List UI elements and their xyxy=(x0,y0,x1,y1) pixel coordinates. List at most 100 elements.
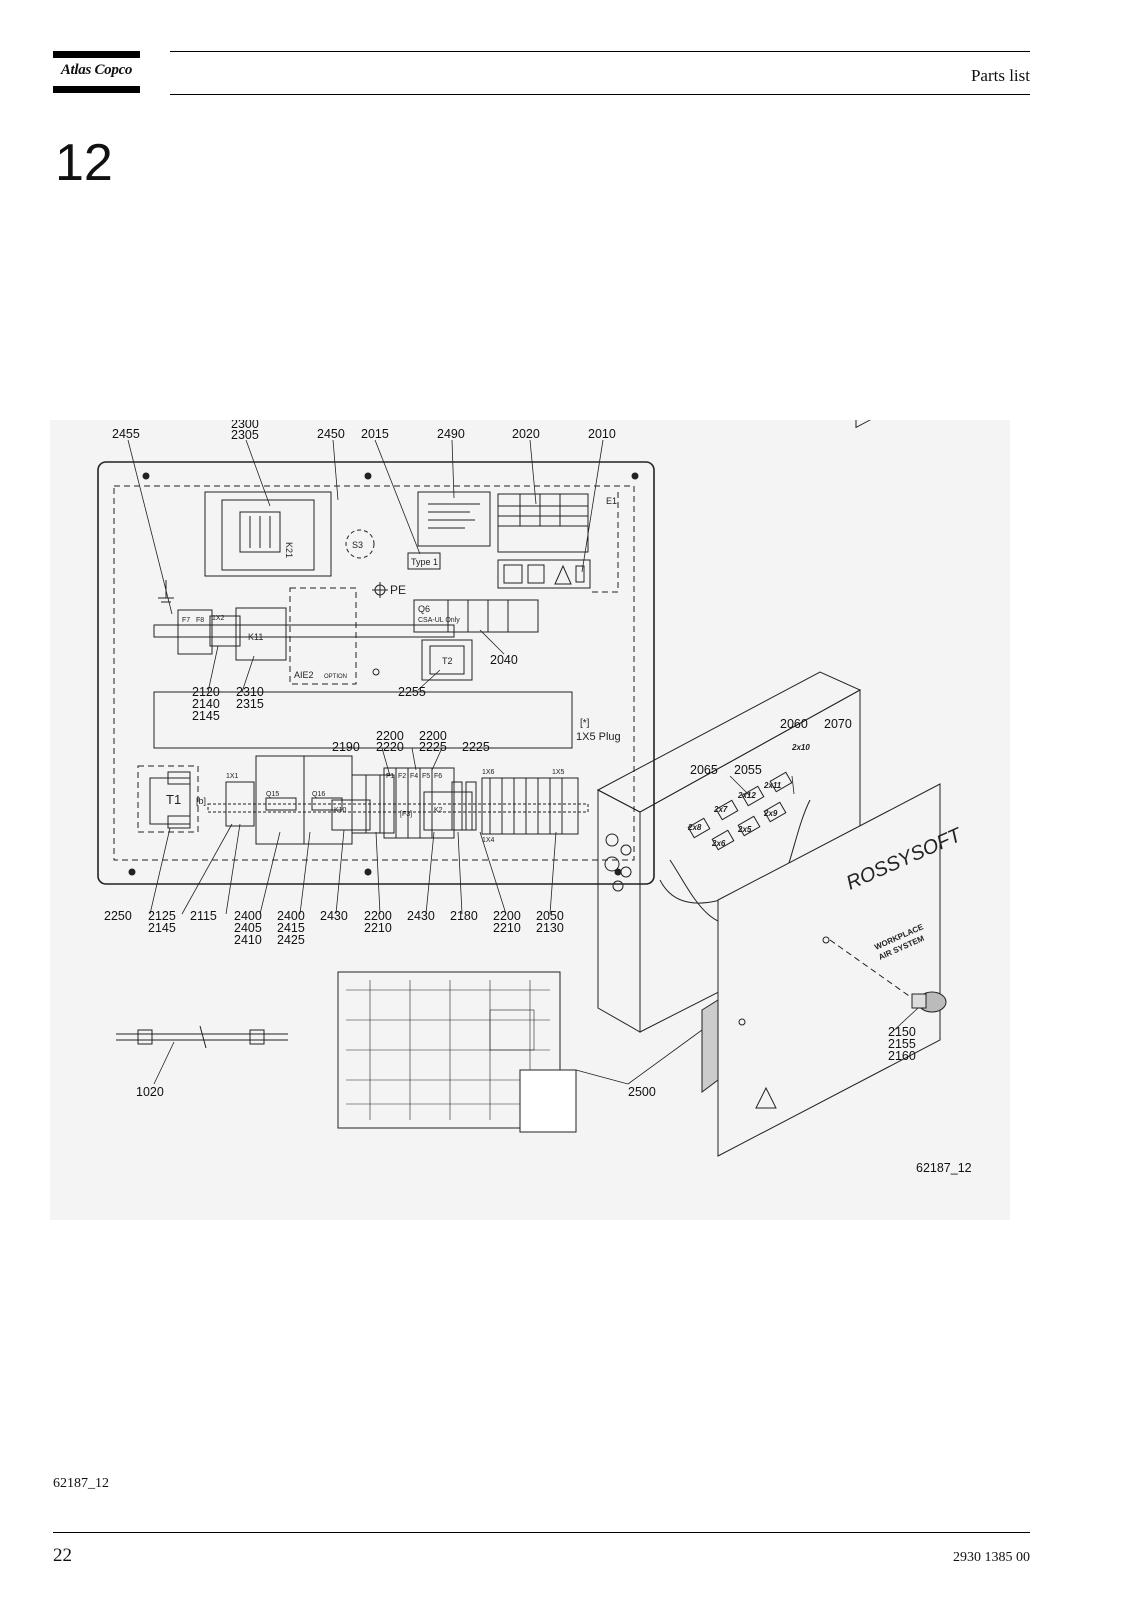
callout: 2200 xyxy=(376,729,404,743)
callout: 2070 xyxy=(824,717,852,731)
footer-rule xyxy=(53,1532,1030,1533)
label-type1: Type 1 xyxy=(411,557,438,567)
callout: 2450 xyxy=(317,427,345,441)
callout: 2305 xyxy=(231,428,259,442)
module-2x12: 2x12 xyxy=(737,791,756,800)
label-plug-marker: [*] xyxy=(580,718,590,729)
logo-bottom-bar xyxy=(53,86,140,93)
callout: 2430 xyxy=(320,909,348,923)
callout: 2015 xyxy=(361,427,389,441)
callout: 2310 xyxy=(236,685,264,699)
transformer-t1 xyxy=(137,765,199,833)
warning-triangle-icon xyxy=(755,1086,777,1109)
label-option: OPTION xyxy=(324,674,347,680)
section-number: 12 xyxy=(55,134,113,192)
label-f2: F2 xyxy=(398,773,406,780)
label-q15: Q15 xyxy=(266,791,279,798)
document-number: 2930 1385 00 xyxy=(953,1550,1030,1565)
label-t2: T2 xyxy=(442,656,453,666)
callout: 2145 xyxy=(192,709,220,723)
label-b: [b] xyxy=(196,796,206,806)
callout: 2500 xyxy=(628,1085,656,1099)
label-q16: Q16 xyxy=(312,791,325,798)
figure-reference: 62187_12 xyxy=(53,1476,109,1491)
callout: 2020 xyxy=(512,427,540,441)
module-2x7: 2x7 xyxy=(713,805,728,814)
callout: 2405 xyxy=(234,921,262,935)
label-f6: F6 xyxy=(434,773,442,780)
brand-logo: Atlas Copco xyxy=(60,62,133,78)
module-2x10: 2x10 xyxy=(791,743,810,752)
warning-plate xyxy=(497,559,591,589)
label-aie2: AIE2 xyxy=(294,670,314,680)
label-csa: CSA-UL Only xyxy=(418,617,460,624)
terminal-strip xyxy=(481,777,579,835)
callout: 2130 xyxy=(536,921,564,935)
din-rail-upper xyxy=(153,624,455,638)
drawing-svg: K21 S3 PE Type 1 E1 K11 AIE2 OPTION Q6 C… xyxy=(97,360,972,1175)
door-window xyxy=(855,360,917,429)
header-rule-top xyxy=(170,51,1030,52)
label-plug: 1X5 Plug xyxy=(576,731,621,743)
label-e1: E1 xyxy=(606,496,617,506)
callout: 2180 xyxy=(450,909,478,923)
callout: 2145 xyxy=(148,921,176,935)
s3-symbol xyxy=(345,529,375,559)
callout: 2410 xyxy=(234,933,262,947)
fuse-holders xyxy=(383,767,455,839)
callout: 2415 xyxy=(277,921,305,935)
callout: 2190 xyxy=(332,740,360,754)
callout: 2200 xyxy=(493,909,521,923)
label-1x5: 1X5 xyxy=(552,769,565,776)
page-number: 22 xyxy=(53,1545,72,1566)
circuit-diagram-sheet xyxy=(337,971,561,1129)
exploded-parts-drawing: K21 S3 PE Type 1 E1 K11 AIE2 OPTION Q6 C… xyxy=(50,360,1010,1220)
callout: 2490 xyxy=(437,427,465,441)
logo-top-bar xyxy=(53,51,140,58)
callout: 2010 xyxy=(588,427,616,441)
module-2x5: 2x5 xyxy=(737,825,752,834)
label-s3: S3 xyxy=(352,540,363,550)
callout: 2120 xyxy=(192,685,220,699)
callout: 2155 xyxy=(888,1037,916,1051)
module-2x9: 2x9 xyxy=(763,809,778,818)
callout: 2140 xyxy=(192,697,220,711)
plug-area xyxy=(153,691,573,749)
label-1x1: 1X1 xyxy=(226,773,239,780)
label-k10: K10 xyxy=(334,807,347,814)
label-k2: K2 xyxy=(434,807,443,814)
callout: 2425 xyxy=(277,933,305,947)
module-2x6: 2x6 xyxy=(711,839,726,848)
callout: 2050 xyxy=(536,909,564,923)
callout: 2210 xyxy=(364,921,392,935)
type1-label-box xyxy=(407,552,441,570)
data-plate xyxy=(417,491,491,547)
callout: 2160 xyxy=(888,1049,916,1063)
label-f7: F7 xyxy=(182,617,190,624)
mounting-plate xyxy=(97,461,655,885)
module-2x11: 2x11 xyxy=(763,781,782,790)
header-rule-bottom xyxy=(170,94,1030,95)
label-pe: PE xyxy=(390,583,406,597)
callout: 2200 xyxy=(364,909,392,923)
label-f5: F5 xyxy=(422,773,430,780)
callout: 2455 xyxy=(112,427,140,441)
label-f8: F8 xyxy=(196,617,204,624)
callout: 2060 xyxy=(780,717,808,731)
enclosure-side xyxy=(597,789,641,1033)
callout: 2200 xyxy=(419,729,447,743)
contactor-k21 xyxy=(204,491,332,577)
label-1x4: 1X4 xyxy=(482,837,495,844)
callout: 2055 xyxy=(734,763,762,777)
label-f3: [F3] xyxy=(400,811,412,818)
callout: 2430 xyxy=(407,909,435,923)
callout: 2220 xyxy=(376,740,404,754)
label-q6: Q6 xyxy=(418,604,430,614)
rating-table-plate xyxy=(497,493,589,553)
aie2-option-outline xyxy=(289,587,357,685)
label-t1: T1 xyxy=(166,792,181,807)
callout: 2315 xyxy=(236,697,264,711)
callout: 2065 xyxy=(690,763,718,777)
callout: 2255 xyxy=(398,685,426,699)
label-k11: K11 xyxy=(248,632,263,642)
